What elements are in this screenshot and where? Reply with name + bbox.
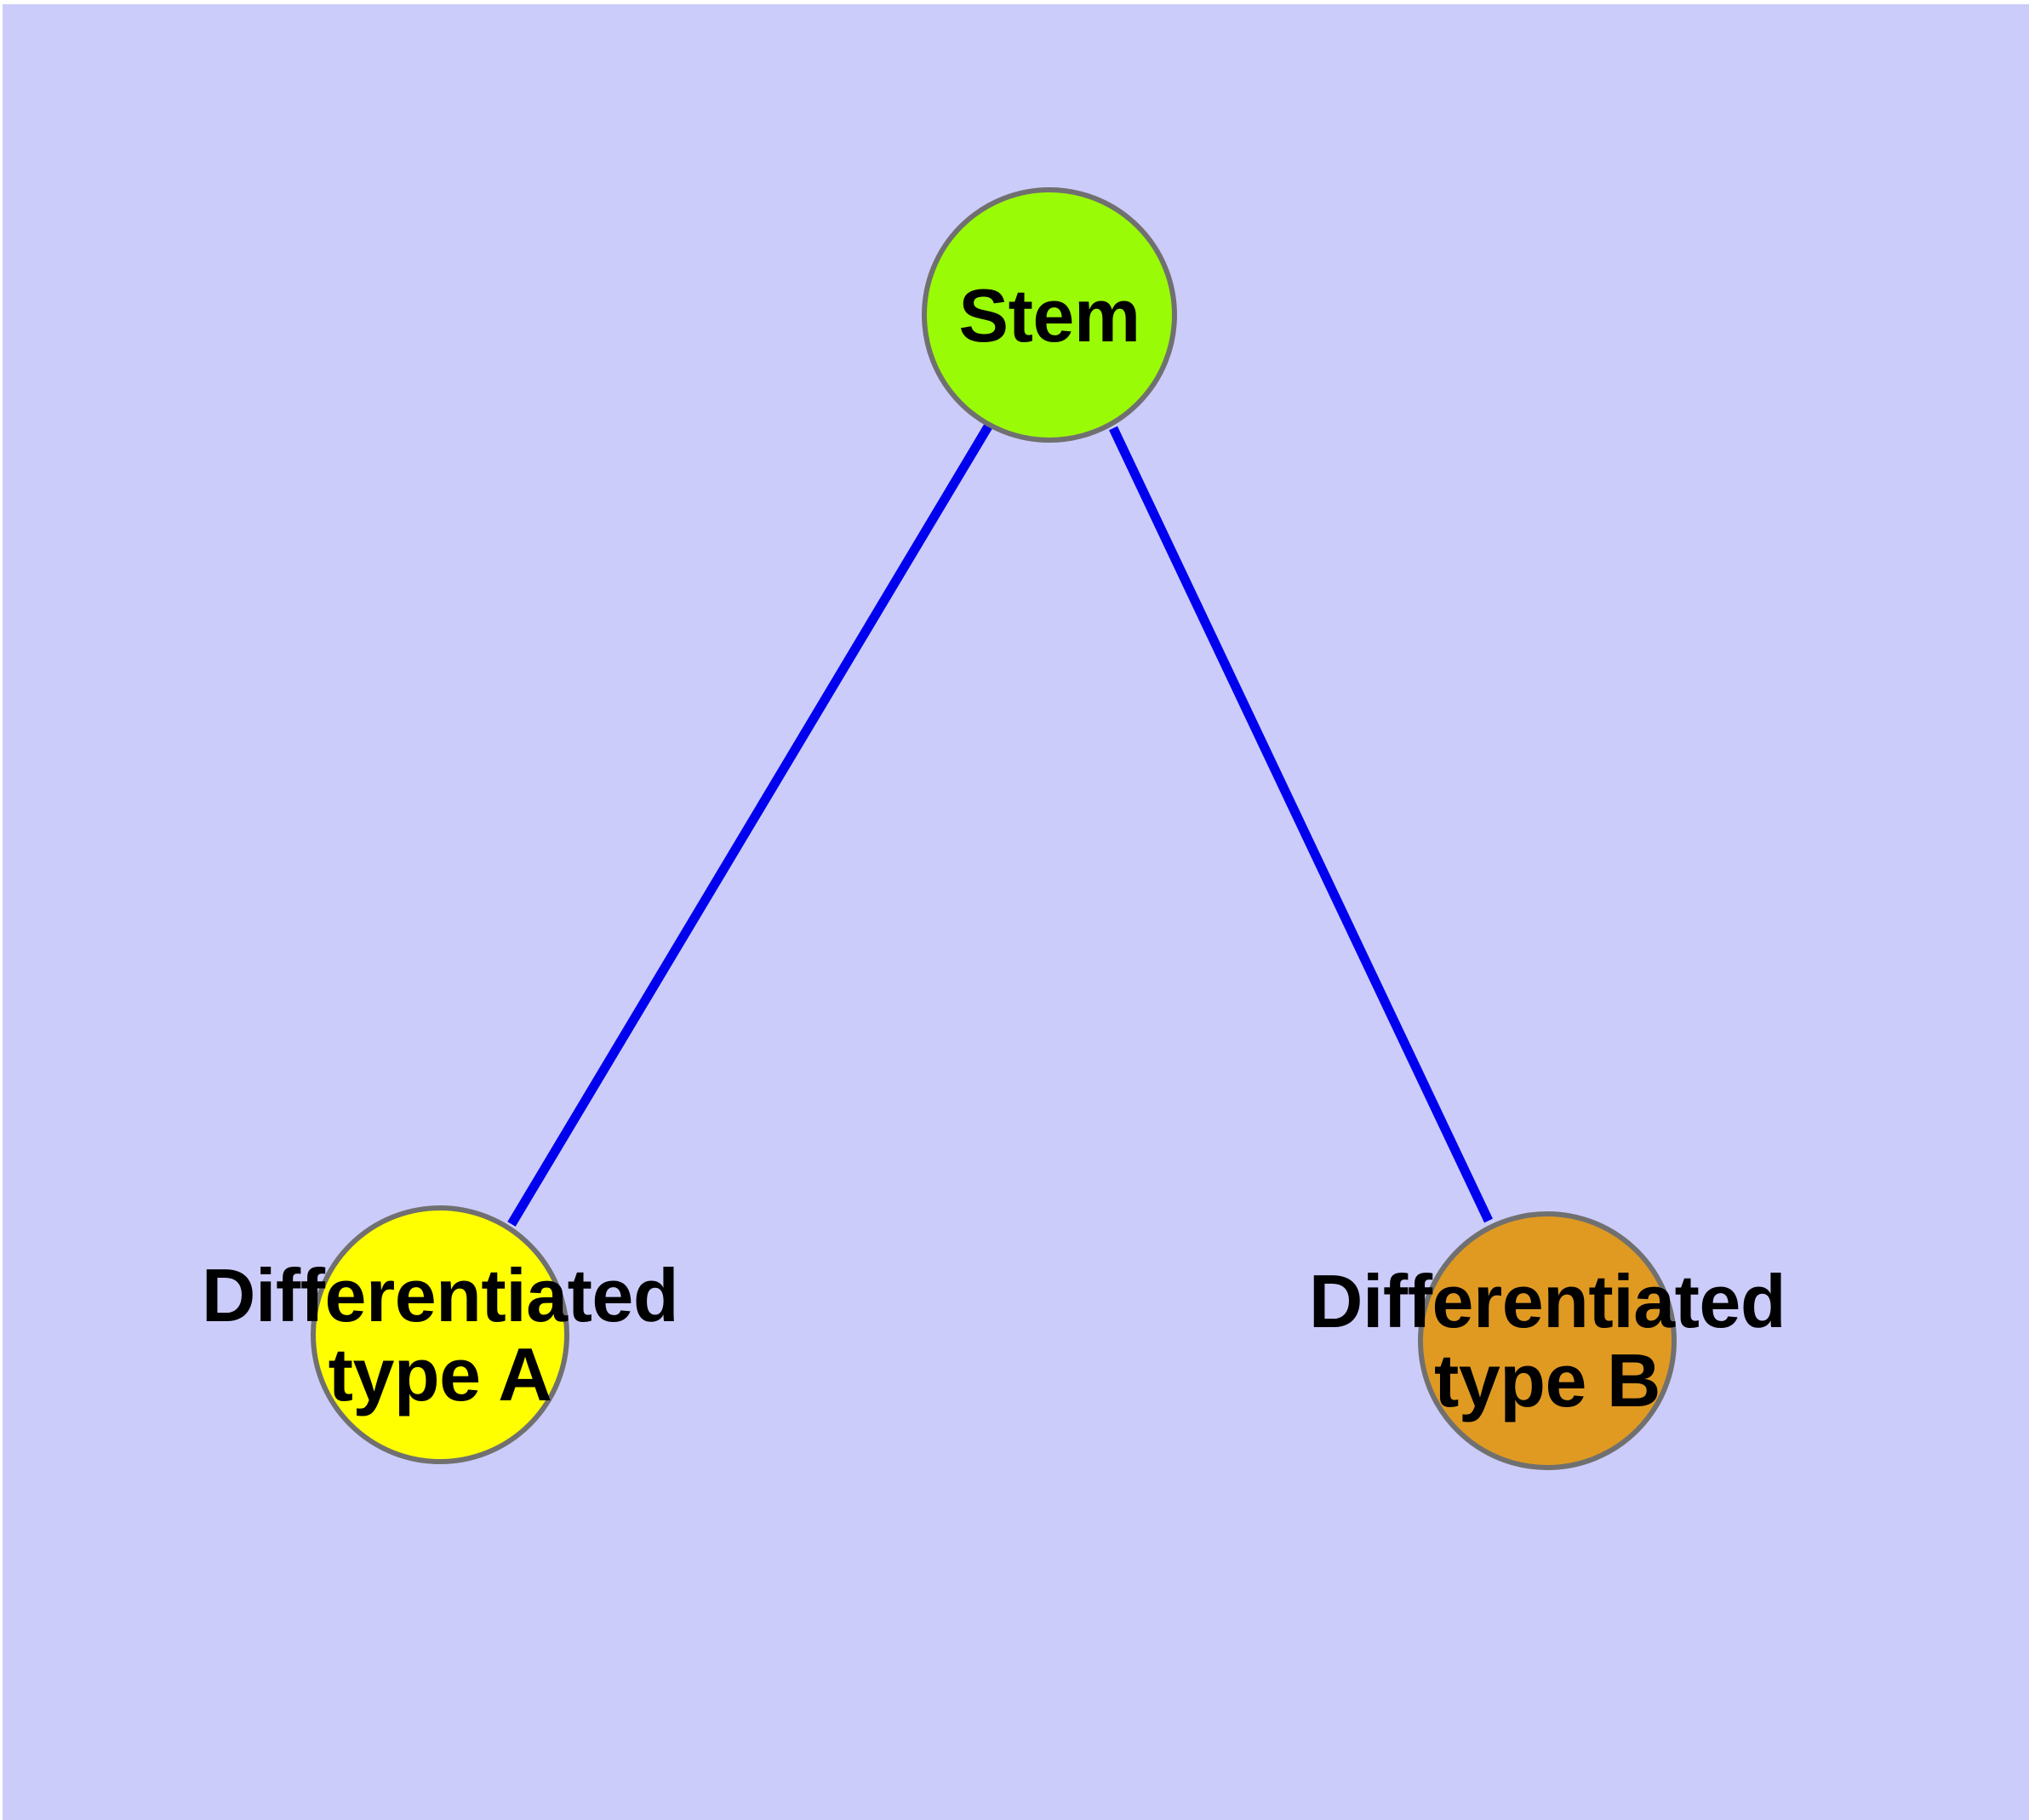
node-differentiated-type-a-circle[interactable] (311, 1205, 569, 1464)
edge-stem-to-type-b (1109, 426, 1493, 1223)
node-stem-circle[interactable] (922, 187, 1177, 443)
node-differentiated-type-b-circle[interactable] (1418, 1211, 1677, 1470)
edge-stem-to-type-a (507, 424, 992, 1227)
